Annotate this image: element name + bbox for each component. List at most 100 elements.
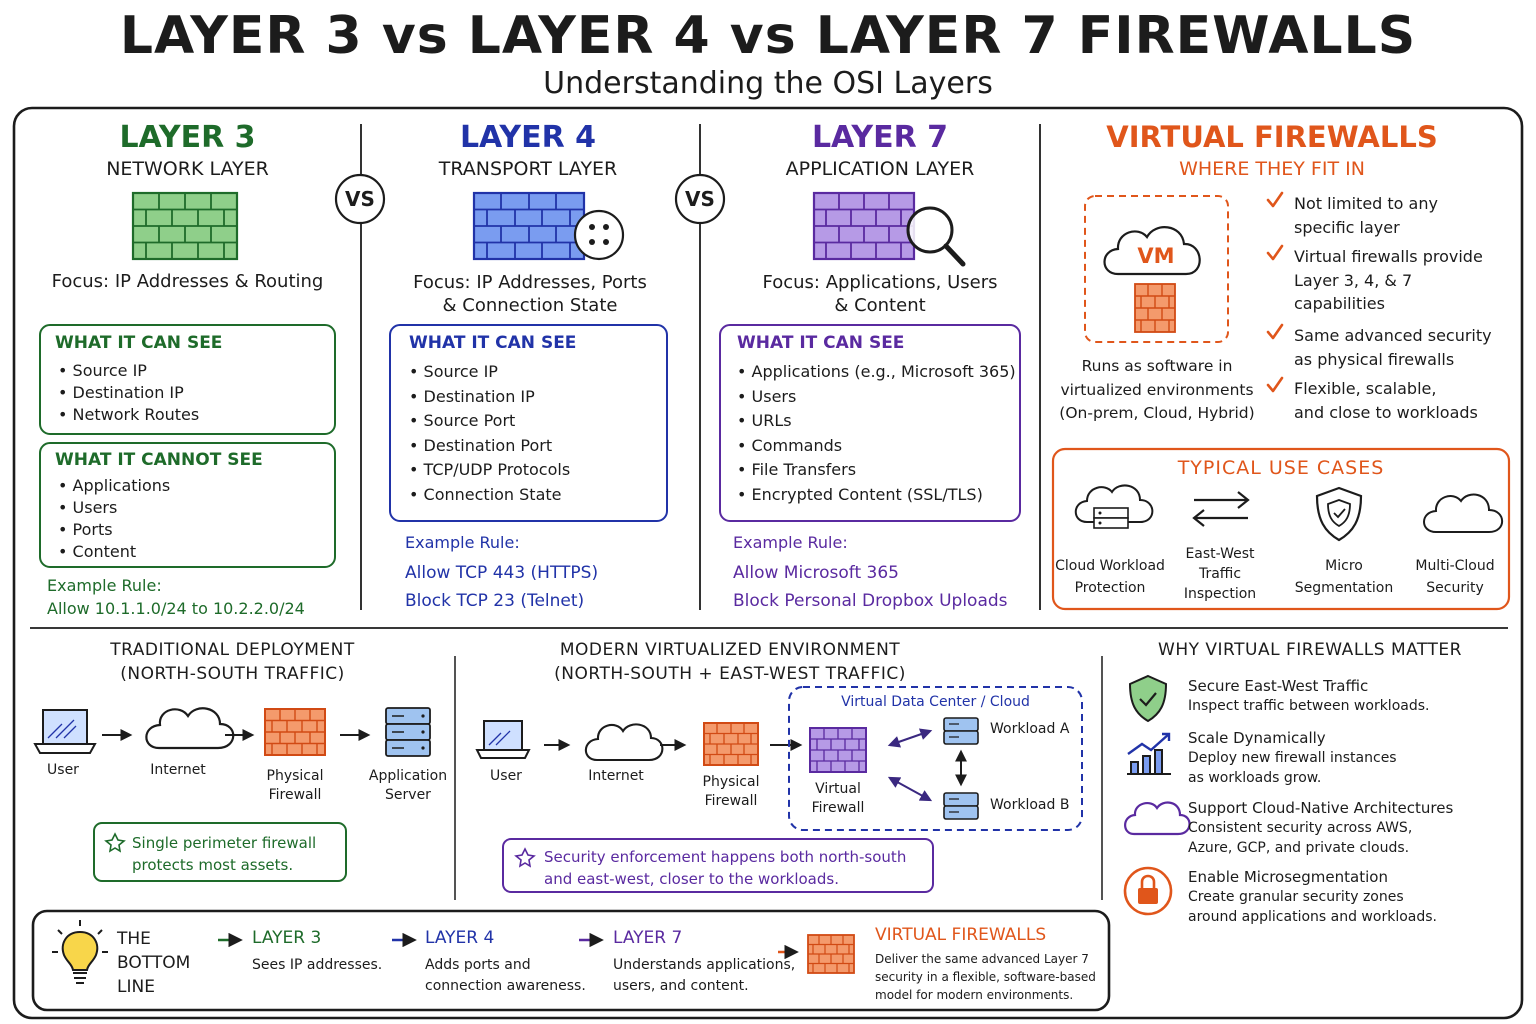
layer4-example-rules: Allow TCP 443 (HTTPS) Block TCP 23 (Teln… [405,559,598,615]
layer3-cannot-list: • Applications • Users • Ports • Content [58,475,170,563]
vs-circle-1 [334,173,386,225]
why-shield-check-icon [1128,674,1168,723]
use-cases-title: TYPICAL USE CASES [1177,457,1385,479]
layer3-see-box [39,324,336,435]
virtual-dc-box [788,686,1083,831]
layer4-see-box [389,324,668,522]
layer3-see-list: • Source IP • Destination IP • Network R… [58,360,199,426]
layer3-firewall-icon [131,191,239,261]
check-icon-1 [1266,191,1284,208]
bottom-l3-text: Sees IP addresses. [252,957,383,973]
modern-internet-cloud-icon [584,723,664,762]
check-icon-3 [1266,323,1284,340]
traditional-title: TRADITIONAL DEPLOYMENT(NORTH-SOUTH TRAFF… [110,640,355,684]
layer7-example-rules: Allow Microsoft 365 Block Personal Dropb… [733,559,1008,615]
layer7-subtitle: APPLICATION LAYER [785,158,975,180]
layer4-firewall-icon [472,191,586,261]
vs-label-1: VS [345,187,375,211]
layer3-focus: Focus: IP Addresses & Routing [51,271,324,292]
bottom-l3-title: LAYER 3 [252,928,322,948]
layer4-see-title: WHAT IT CAN SEE [409,333,577,353]
port-dots-icon [573,209,625,261]
layer7-see-list: • Applications (e.g., Microsoft 365) • U… [737,360,1016,507]
workload-b-label: Workload B [990,797,1070,813]
virtual-subtitle: WHERE THEY FIT IN [1179,158,1365,180]
bottom-l4-title: LAYER 4 [425,928,495,948]
vs-circle-2 [674,173,726,225]
list-item: • URLs [737,411,792,430]
why-cloud-icon [1124,801,1191,836]
list-item: Allow Microsoft 365 [733,563,899,583]
vm-firewall-icon [1134,283,1176,333]
list-item: • Destination IP [409,386,535,406]
multi-cloud-use-icon [1423,493,1504,533]
layer3-cannot-box [39,442,336,568]
vm-label: VM [1137,244,1175,268]
layer4-subtitle: TRANSPORT LAYER [438,158,618,180]
bottom-l7-text: Understands applications,users, and cont… [613,957,796,994]
layer7-see-title: WHAT IT CAN SEE [737,333,905,353]
check-icon-4 [1266,376,1284,393]
layer3-title: LAYER 3 [119,120,256,155]
modern-user-label: User [490,768,522,784]
trad-internet-cloud-icon [145,707,235,750]
layer4-focus: Focus: IP Addresses, Ports& Connection S… [413,272,647,316]
why-item-scale: Scale Dynamically Deploy new firewall in… [1188,729,1397,786]
trad-note-box [93,822,347,882]
list-item: • Commands [737,435,843,455]
layer7-title: LAYER 7 [811,120,949,155]
layer3-example-title: Example Rule: [47,576,162,595]
bottom-line-box [31,909,1111,1012]
virtual-dc-title: Virtual Data Center / Cloud [841,694,1030,710]
workload-a-label: Workload A [990,721,1070,737]
arrow-vfw-workload-b [887,776,933,802]
layer3-see-title: WHAT IT CAN SEE [55,333,223,353]
list-item: Block Personal Dropbox Uploads [733,591,1008,611]
virtual-firewall-icon [809,727,867,773]
lightbulb-icon [52,920,108,984]
layer7-focus: Focus: Applications, Users& Content [762,272,998,316]
list-item: Allow TCP 443 (HTTPS) [405,563,599,583]
modern-note: Security enforcement happens both north-… [544,848,907,888]
list-item: • Ports [58,520,113,539]
cloud-server-use-icon [1074,484,1154,529]
workload-a-server-icon [943,717,979,745]
list-item: • Source IP [58,361,147,380]
modern-internet-label: Internet [588,768,644,784]
page-title: LAYER 3 vs LAYER 4 vs LAYER 7 FIREWALLS [119,6,1417,66]
vm-dashed-box [1084,195,1229,343]
modern-title: MODERN VIRTUALIZED ENVIRONMENT(NORTH-SOU… [554,640,906,684]
double-arrow-use-icon [1192,491,1250,527]
layer4-see-list: • Source IP • Destination IP • Source Po… [409,360,570,507]
list-item: • Connection State [409,484,562,504]
list-item: • Users [58,498,118,517]
outer-frame [12,106,1524,1020]
list-item: • Applications [58,476,171,495]
list-item: • TCP/UDP Protocols [409,460,571,479]
list-item: • Destination IP [58,383,184,402]
modern-physical-firewall-icon [703,722,759,766]
modern-star-icon [514,847,536,868]
layer7-see-box [719,324,1021,522]
list-item: • Users [737,386,797,406]
bottom-virtual-title: VIRTUAL FIREWALLS [875,925,1047,945]
list-item: • Destination Port [409,435,553,455]
modern-note-box [502,838,934,893]
layer3-cannot-title: WHAT IT CANNOT SEE [55,450,263,470]
trad-laptop-icon [33,709,97,754]
layer4-example-title: Example Rule: [405,533,520,552]
